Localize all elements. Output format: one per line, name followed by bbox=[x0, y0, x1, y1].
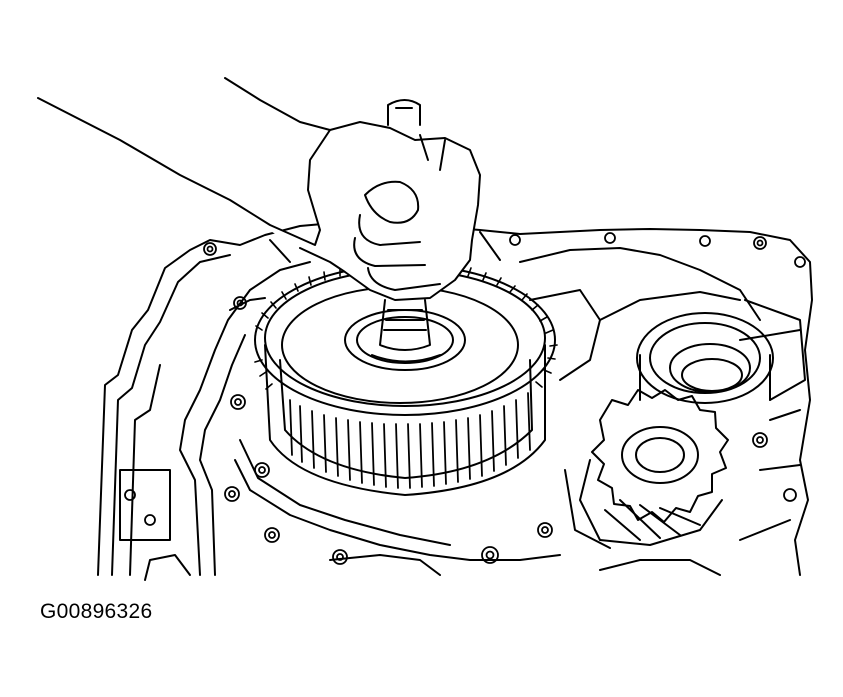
hand bbox=[38, 78, 480, 300]
bolt-holes bbox=[125, 233, 805, 564]
helical-gear bbox=[565, 390, 728, 548]
bearing-housing bbox=[637, 300, 805, 403]
transmission-case bbox=[98, 222, 812, 580]
transmission-assembly-illustration bbox=[0, 0, 843, 590]
drum-splines bbox=[290, 393, 530, 488]
figure-id-label: G00896326 bbox=[40, 600, 153, 623]
shaft-tool bbox=[372, 100, 440, 362]
